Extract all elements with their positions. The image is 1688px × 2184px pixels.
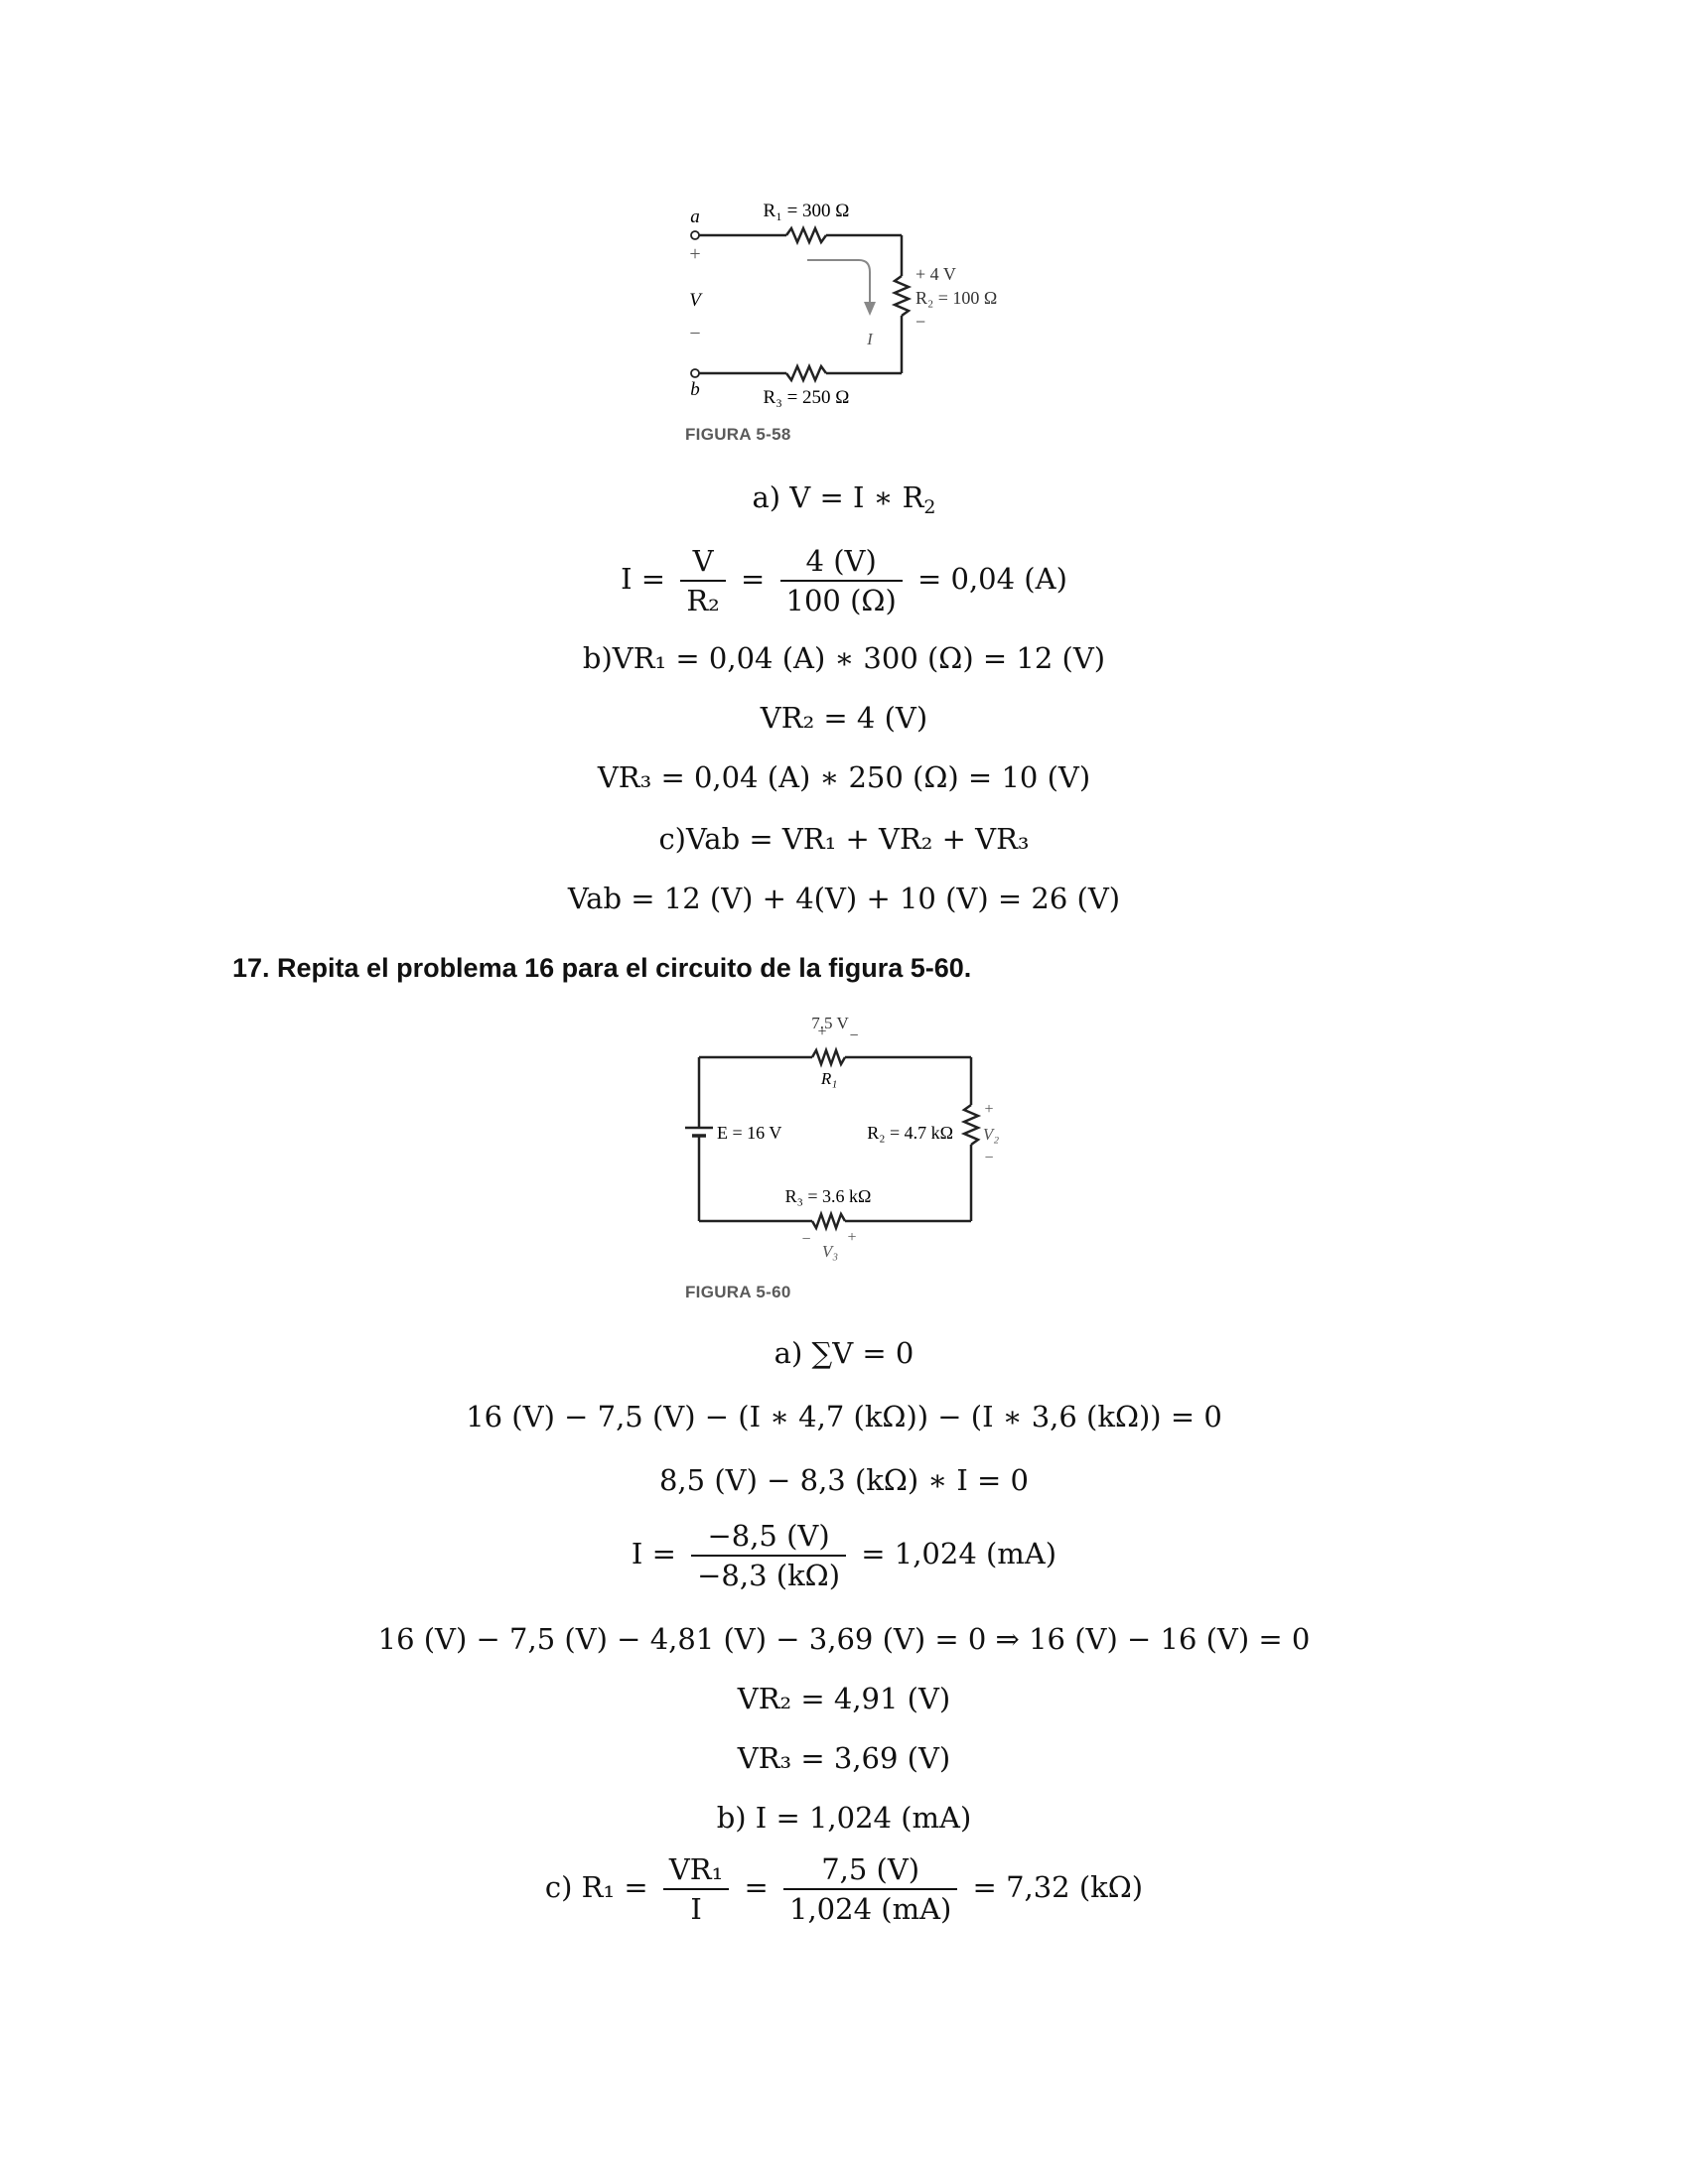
problem-17-heading: 17. Repita el problema 16 para el circui… — [232, 953, 972, 983]
r1-plus: + — [817, 1024, 826, 1040]
r2-voltage-label: + 4 V — [915, 264, 956, 284]
eq-ohms-law: a) V = I ∗ R2 — [752, 480, 936, 518]
r2-minus-label: − — [915, 312, 925, 332]
eq-r1-result: = 7,32 (kΩ) — [972, 1870, 1144, 1904]
eq-vr1: b)VR₁ = 0,04 (A) ∗ 300 (Ω) = 12 (V) — [582, 641, 1106, 675]
v2-label: V₂ — [983, 1125, 999, 1144]
eq-kvl-check: 16 (V) − 7,5 (V) − 4,81 (V) − 3,69 (V) =… — [377, 1622, 1311, 1656]
v3-plus: + — [847, 1229, 856, 1246]
source-label: E = 16 V — [717, 1123, 781, 1143]
eq-current-b: b) I = 1,024 (mA) — [716, 1801, 972, 1835]
v2-minus: − — [984, 1150, 993, 1166]
eq-current-2-lhs: I = — [631, 1537, 676, 1570]
eq-kvl-expanded: 16 (V) − 7,5 (V) − (I ∗ 4,7 (kΩ)) − (I ∗… — [466, 1400, 1222, 1433]
eq-vr3: VR₃ = 0,04 (A) ∗ 250 (Ω) = 10 (V) — [597, 760, 1091, 794]
figure-5-58: a + V − b R₁ = 300 Ω + 4 V R₂ = 100 Ω − … — [675, 189, 1033, 447]
eq-vr2-2: VR₂ = 4,91 (V) — [737, 1682, 951, 1715]
eq-kvl-simplified: 8,5 (V) − 8,3 (kΩ) ∗ I = 0 — [658, 1463, 1029, 1497]
eq-vr3-2: VR₃ = 3,69 (V) — [737, 1741, 951, 1775]
r2-label: R₂ = 4.7 kΩ — [867, 1123, 953, 1143]
eq-current-2-result: = 1,024 (mA) — [861, 1537, 1057, 1570]
eq-vab-sum: c)Vab = VR₁ + VR₂ + VR₃ — [658, 822, 1030, 856]
eq-vab-result: Vab = 12 (V) + 4(V) + 10 (V) = 26 (V) — [567, 882, 1121, 915]
r1-label: R₁ = 300 Ω — [764, 201, 850, 221]
r1-minus: − — [849, 1027, 858, 1044]
v3-minus: − — [801, 1231, 810, 1248]
r2-label: R₂ = 100 Ω — [915, 288, 997, 308]
node-a-label: a — [690, 206, 700, 227]
eq-vr2: VR₂ = 4 (V) — [760, 701, 928, 735]
v3-label: V₃ — [822, 1242, 838, 1261]
eq-r1-frac2: 7,5 (V)1,024 (mA) — [783, 1852, 958, 1926]
eq-r1-lhs: c) R₁ = — [544, 1870, 648, 1904]
current-label: I — [866, 330, 874, 348]
circuit-diagram-5-58: a + V − b R₁ = 300 Ω + 4 V R₂ = 100 Ω − … — [689, 201, 997, 408]
eq-current-2-frac: −8,5 (V)−8,3 (kΩ) — [691, 1519, 847, 1592]
eq-current-2: I = −8,5 (V)−8,3 (kΩ) = 1,024 (mA) — [0, 1519, 1688, 1592]
eq-current-lhs: I = — [621, 562, 666, 596]
r1-voltage-label: 7.5 V — [811, 1014, 849, 1032]
v-minus-label: − — [689, 323, 700, 344]
eq-current-frac2: 4 (V)100 (Ω) — [779, 544, 903, 617]
node-b-label: b — [690, 379, 700, 400]
eq-ohms-law-text: a) V = I ∗ R — [752, 480, 924, 514]
figure-5-58-caption: FIGURA 5-58 — [685, 425, 791, 444]
v2-plus: + — [984, 1101, 993, 1118]
circuit-diagram-5-60: + 7.5 V − R₁ E = 16 V R₂ = 4.7 kΩ + V₂ −… — [685, 1014, 999, 1261]
r3-label: R₃ = 250 Ω — [764, 387, 850, 408]
figure-5-60: + 7.5 V − R₁ E = 16 V R₂ = 4.7 kΩ + V₂ −… — [675, 1001, 1013, 1289]
r1-label: R₁ — [820, 1069, 837, 1088]
figure-5-60-caption: FIGURA 5-60 — [685, 1283, 791, 1301]
v-plus-label: + — [689, 243, 700, 265]
eq-kvl-sum: a) ∑V = 0 — [774, 1336, 914, 1370]
eq-current-result: = 0,04 (A) — [917, 562, 1067, 596]
v-label: V — [689, 290, 703, 311]
r3-label: R₃ = 3.6 kΩ — [785, 1186, 872, 1206]
